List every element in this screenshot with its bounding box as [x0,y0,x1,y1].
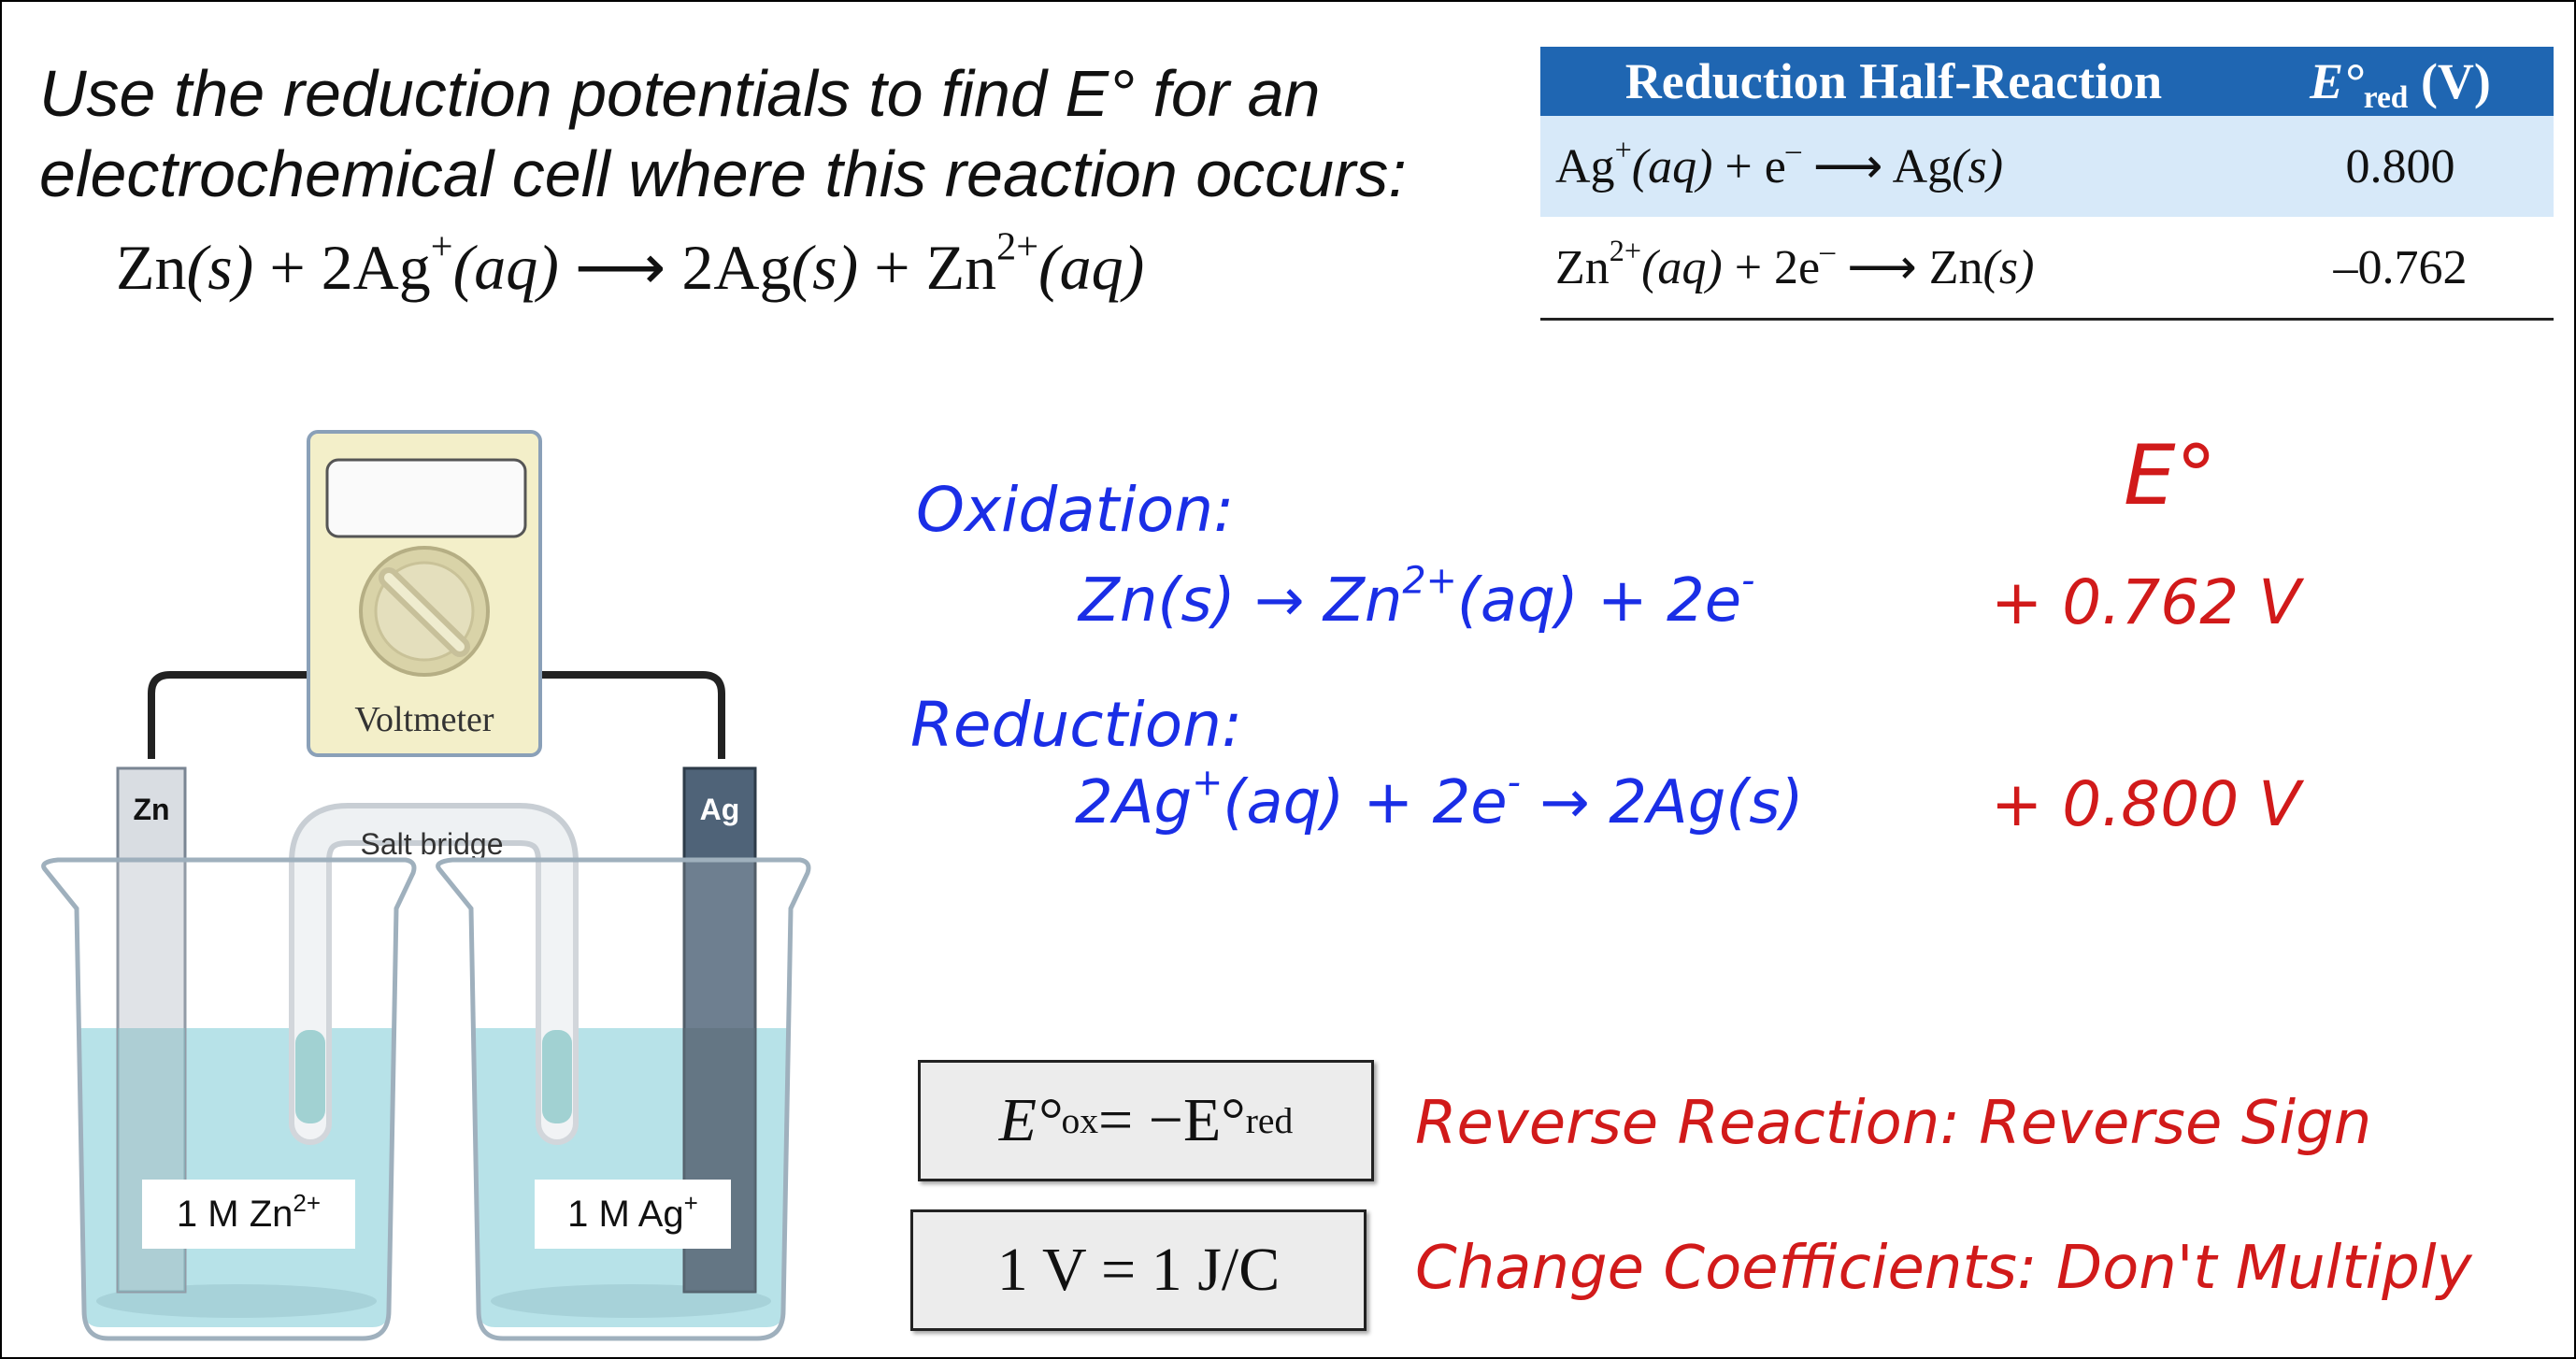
e-standard-header: E° [2124,427,2217,523]
potential-cell: –0.762 [2247,217,2554,321]
left-beaker [41,857,417,1341]
table-row: Ag+(aq) + e– ⟶ Ag(s) 0.800 [1540,116,2554,217]
left-wire [148,671,310,759]
salt-bridge-label: Salt bridge [361,827,504,861]
potential-cell: 0.800 [2247,116,2554,217]
silver-electrode-label: Ag [700,793,740,826]
voltmeter: Voltmeter [307,430,542,757]
header-potential: E°red (V) [2247,47,2554,116]
reduction-equation: 2Ag+(aq) + 2e- → 2Ag(s) [1075,761,1804,837]
prompt-line-1: Use the reduction potentials to find E° … [39,57,1321,130]
overall-reaction: Zn(s) + 2Ag+(aq) ⟶ 2Ag(s) + Zn2+(aq) [116,224,1145,303]
prompt-line-2: electrochemical cell where this reaction… [39,137,1407,210]
reduction-potential-value: + 0.800 V [1991,768,2301,840]
zinc-electrode-label: Zn [133,793,169,826]
volt-definition-box: 1 V = 1 J/C [910,1209,1367,1331]
electrochemical-cell-diagram: Voltmeter Zn Ag Salt bridge [41,430,811,1341]
prompt-text: Use the reduction potentials to find E° … [39,53,1407,214]
reduction-potential-table: Reduction Half-Reaction E°red (V) Ag+(aq… [1540,47,2554,321]
reduction-label: Reduction: [910,689,1243,761]
table-row: Zn2+(aq) + 2e– ⟶ Zn(s) –0.762 [1540,217,2554,321]
half-reaction-cell: Ag+(aq) + e– ⟶ Ag(s) [1540,116,2247,217]
oxidation-potential-formula-box: E°ox = −E°red [918,1060,1374,1181]
voltmeter-label: Voltmeter [354,700,494,739]
svg-text:1 M Ag+: 1 M Ag+ [567,1189,698,1235]
half-reaction-cell: Zn2+(aq) + 2e– ⟶ Zn(s) [1540,217,2247,321]
right-wire [538,671,725,759]
oxidation-label: Oxidation: [916,474,1235,546]
svg-text:1 M Zn2+: 1 M Zn2+ [177,1189,321,1235]
header-reaction: Reduction Half-Reaction [1540,47,2247,116]
oxidation-equation: Zn(s) → Zn2+(aq) + 2e- [1079,559,1755,636]
oxidation-potential-value: + 0.762 V [1991,566,2301,638]
note-dont-multiply: Change Coefficients: Don't Multiply [1415,1234,2472,1303]
right-solution-label: 1 M Ag+ [535,1180,731,1249]
table-header-row: Reduction Half-Reaction E°red (V) [1540,47,2554,116]
salt-bridge: Salt bridge [289,803,579,1145]
right-beaker [436,857,811,1341]
left-solution-label: 1 M Zn2+ [142,1180,355,1249]
note-reverse-sign: Reverse Reaction: Reverse Sign [1415,1089,2372,1158]
